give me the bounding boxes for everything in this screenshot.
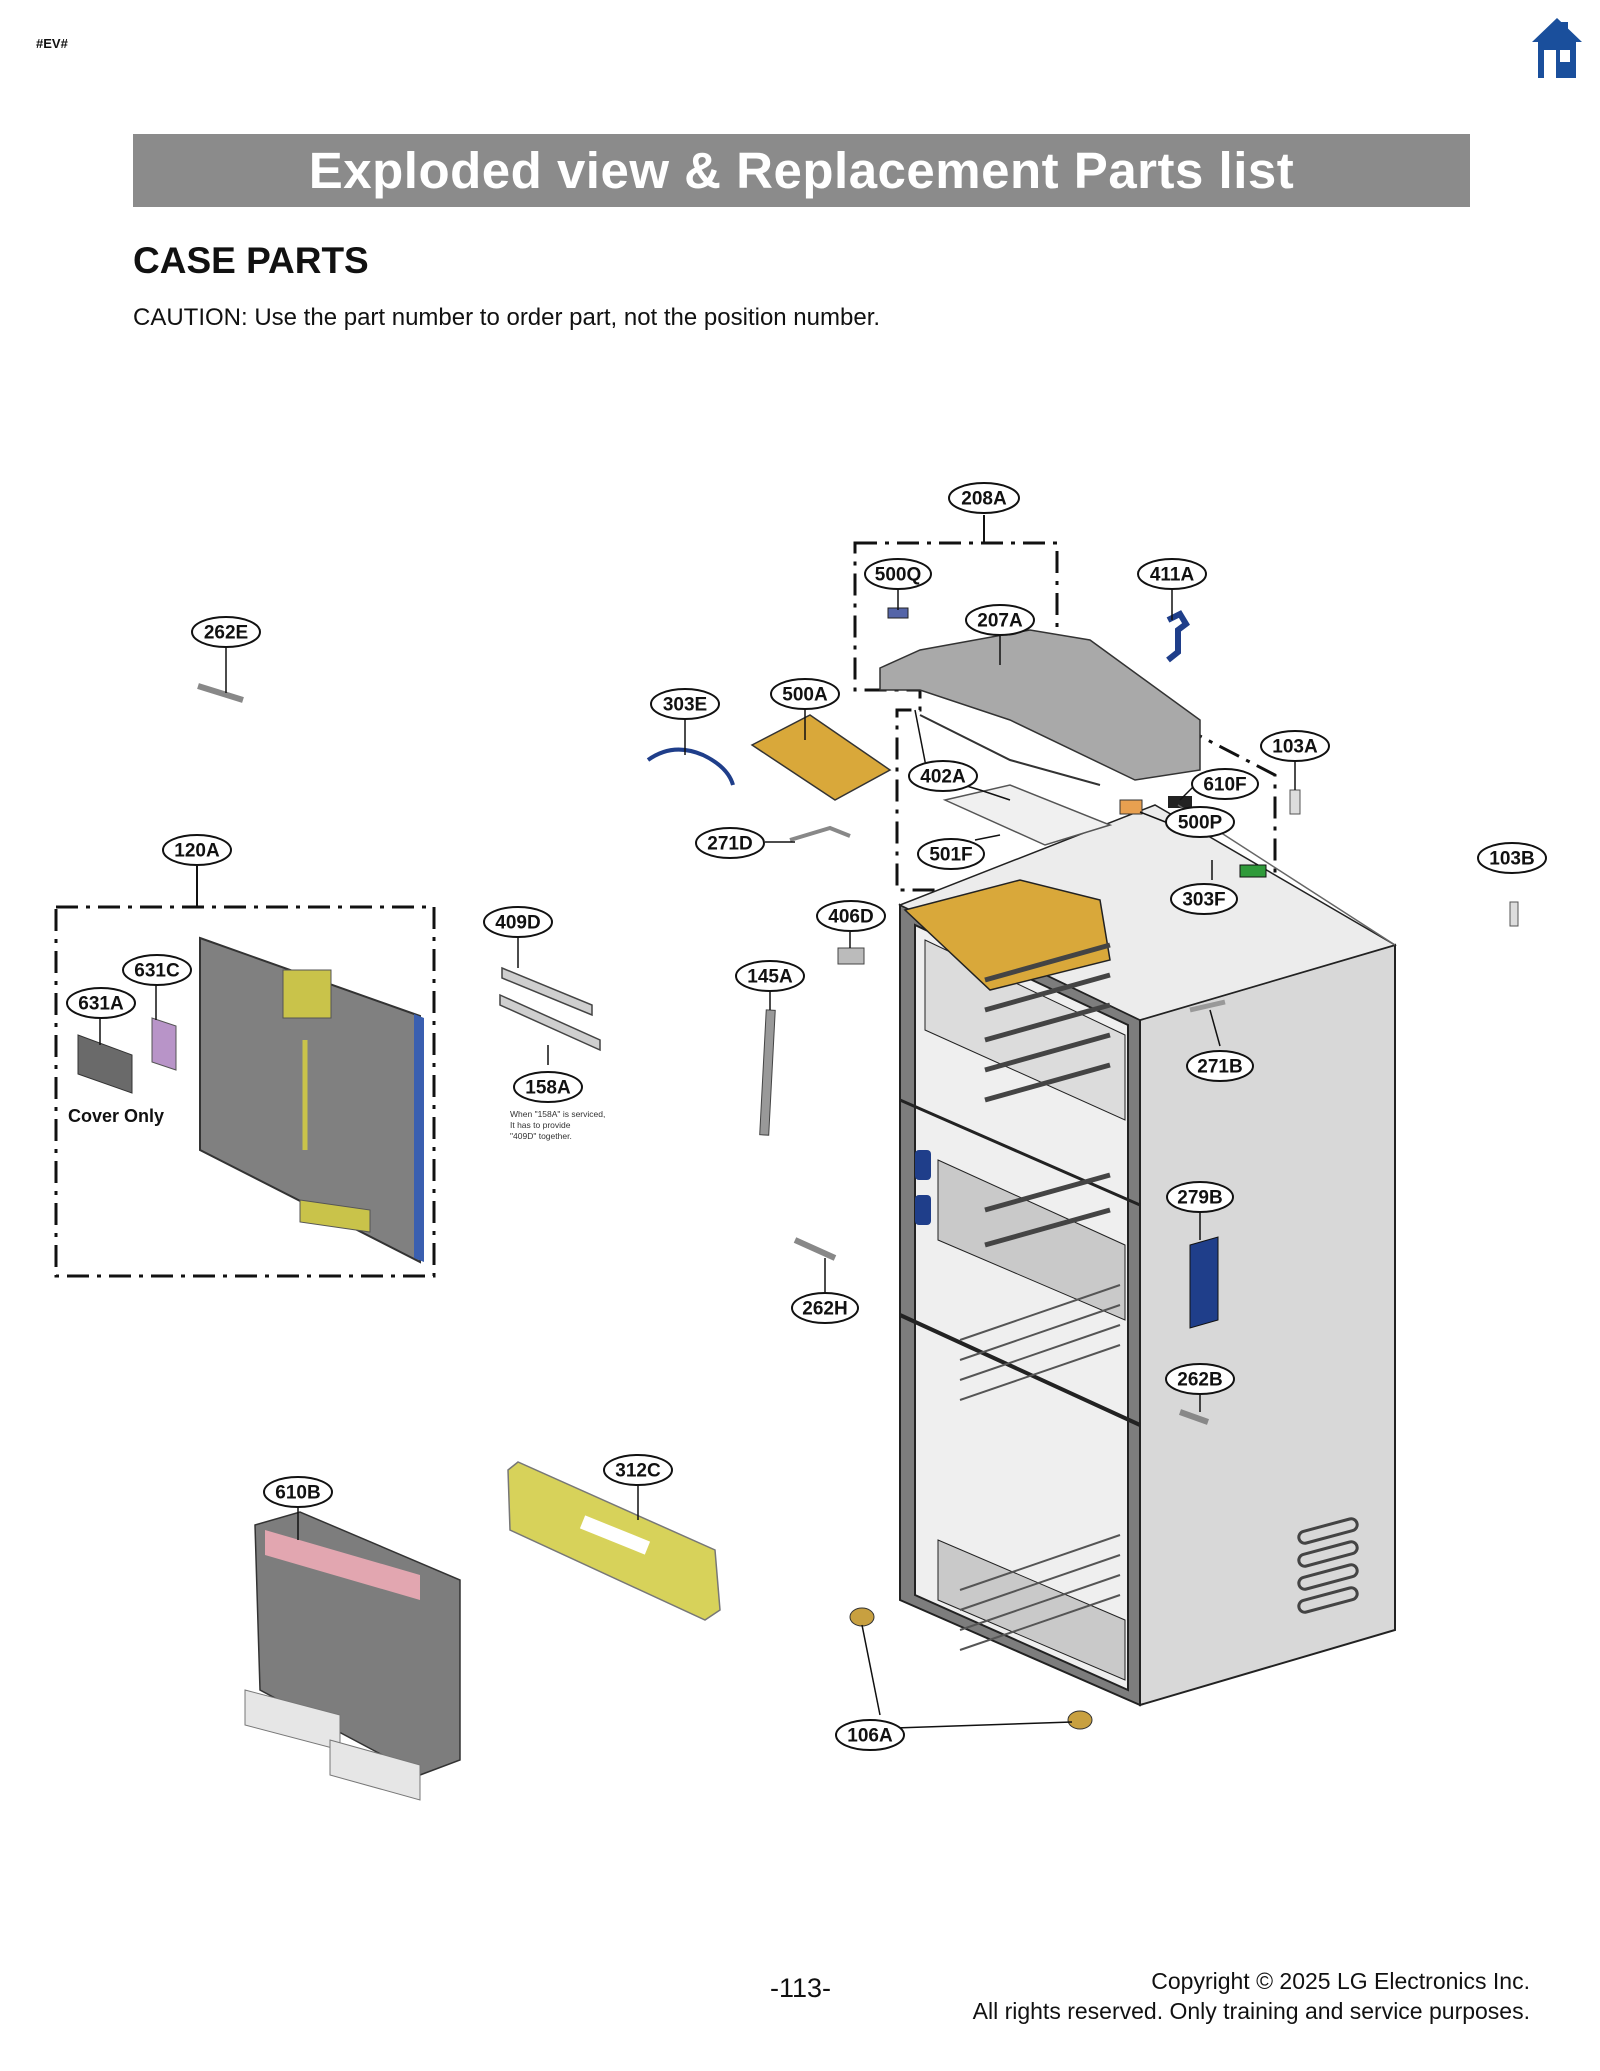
part-411A	[1166, 610, 1190, 663]
service-note-line2: It has to provide	[510, 1120, 571, 1130]
callout-103B: 103B	[1489, 849, 1534, 870]
panel-120A	[199, 936, 421, 1264]
service-note-line1: When "158A" is serviced,	[510, 1109, 605, 1119]
copyright-line1: Copyright © 2025 LG Electronics Inc.	[1151, 1968, 1530, 1994]
refrigerator-case	[898, 804, 1397, 1707]
callout-262B: 262B	[1177, 1370, 1222, 1391]
callout-262E: 262E	[204, 623, 248, 644]
part-262H	[793, 1237, 837, 1261]
part-406D	[837, 947, 865, 965]
part-271D	[789, 825, 851, 842]
callout-120A: 120A	[174, 841, 220, 862]
strip-158A	[499, 993, 601, 1052]
callout-501F: 501F	[929, 845, 972, 866]
page-number: -113-	[770, 1973, 832, 2003]
part-500P	[1119, 799, 1143, 815]
bracket-501F	[942, 784, 1113, 846]
part-103B	[1509, 901, 1519, 927]
callout-106A: 106A	[847, 1726, 893, 1747]
page-title: Exploded view & Replacement Parts list	[308, 142, 1295, 199]
callout-411A: 411A	[1150, 565, 1195, 586]
callout-262H: 262H	[802, 1299, 847, 1320]
callout-312C: 312C	[615, 1461, 661, 1482]
panel-group-outline	[54, 905, 436, 1278]
callout-406D: 406D	[828, 907, 873, 928]
part-610F	[1168, 796, 1192, 808]
harness-402A	[919, 714, 1101, 786]
harness-303E	[646, 747, 735, 786]
pcb-500A	[750, 714, 892, 801]
callout-271B: 271B	[1197, 1057, 1242, 1078]
part-271B	[1189, 999, 1226, 1013]
title-banner: Exploded view & Replacement Parts list	[133, 134, 1470, 207]
caution-note: CAUTION: Use the part number to order pa…	[133, 304, 881, 331]
callout-402A: 402A	[920, 767, 966, 788]
callout-279B: 279B	[1177, 1188, 1222, 1209]
part-262E	[197, 683, 244, 703]
strip-409D	[501, 966, 593, 1017]
case-side-details	[915, 1150, 931, 1225]
callout-631A: 631A	[78, 994, 124, 1015]
part-303F	[1239, 864, 1267, 878]
service-note-line3: "409D" together.	[510, 1131, 572, 1141]
callout-271D: 271D	[707, 834, 752, 855]
callout-103A: 103A	[1272, 737, 1318, 758]
ev-tag: #EV#	[36, 36, 68, 51]
panel-bracket	[282, 969, 332, 1019]
side-vents	[1297, 1517, 1359, 1614]
filter-631C	[151, 1017, 177, 1071]
section-title: CASE PARTS	[133, 240, 369, 281]
copyright-line2: All rights reserved. Only training and s…	[972, 1998, 1530, 2024]
filter-631A	[77, 1034, 133, 1094]
leg-106A-front	[849, 1607, 875, 1627]
callout-303F: 303F	[1182, 890, 1225, 911]
callout-610F: 610F	[1203, 775, 1246, 796]
side-cover-279B	[1189, 1236, 1219, 1329]
callout-500Q: 500Q	[875, 565, 921, 586]
leg-106A-rear	[1067, 1710, 1093, 1730]
part-103A	[1289, 789, 1301, 815]
callout-631C: 631C	[134, 961, 180, 982]
callout-158A: 158A	[525, 1078, 571, 1099]
top-cover-207A	[879, 629, 1201, 781]
callout-409D: 409D	[495, 913, 540, 934]
part-262B	[1178, 1409, 1210, 1425]
copyright-block: Copyright © 2025 LG Electronics Inc. All…	[973, 1966, 1530, 2026]
callout-500P: 500P	[1178, 813, 1223, 834]
cover-only-note: Cover Only	[68, 1106, 164, 1126]
callout-610B: 610B	[275, 1483, 320, 1504]
rail-145A	[759, 1009, 776, 1136]
callout-500A: 500A	[782, 685, 828, 706]
callout-145A: 145A	[747, 967, 793, 988]
callout-303E: 303E	[663, 695, 707, 716]
callout-208A: 208A	[961, 489, 1007, 510]
callout-207A: 207A	[977, 611, 1023, 632]
home-icon[interactable]	[1530, 16, 1584, 80]
